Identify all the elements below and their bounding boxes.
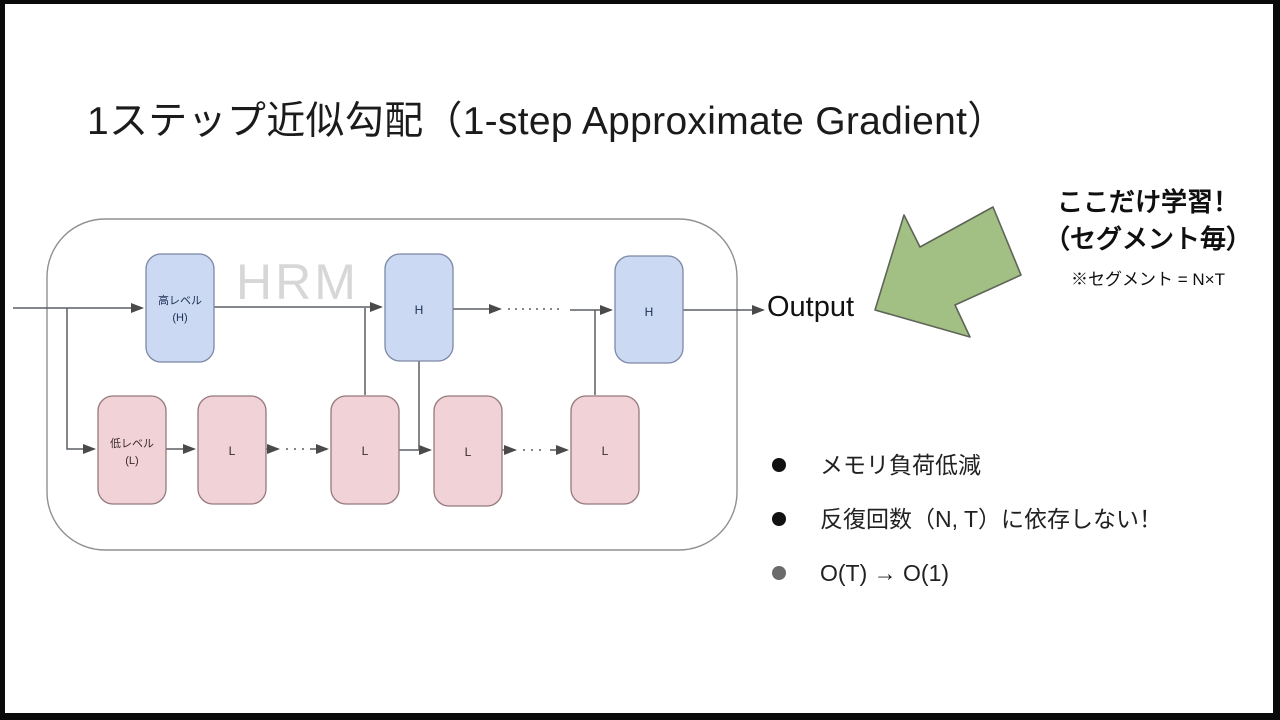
slide-title: 1ステップ近似勾配（1-step Approximate Gradient）: [87, 100, 1007, 143]
bullet-text: メモリ負荷低減: [820, 452, 981, 478]
low-box-1: [97, 395, 167, 505]
bullet-dot-icon: [772, 512, 786, 526]
bullet-dot-icon: [772, 566, 786, 580]
hrm-container-outline: [46, 218, 738, 551]
high-box-1-label: 高レベル: [158, 293, 202, 307]
letterbox-left: [0, 0, 5, 720]
high-level-row: 高レベル (H) H H: [145, 253, 684, 364]
low-box-4-label: L: [465, 445, 472, 459]
green-arrow-icon: [874, 206, 1022, 338]
low-box-5: [570, 395, 640, 505]
low-box-3-label: L: [362, 444, 369, 458]
high-box-3: [614, 255, 684, 364]
annotation-note: ※セグメント = N×T: [1071, 270, 1225, 289]
bullet-text: O(T) → O(1): [820, 560, 950, 586]
list-item: 反復回数（N, T）に依存しない！: [768, 504, 1268, 534]
low-box-1-sublabel: (L): [125, 455, 138, 467]
letterbox-right: [1273, 0, 1280, 720]
hrm-watermark: HRM: [236, 254, 359, 310]
high-box-2: [384, 253, 454, 362]
annotation-block: ここだけ学習！ （セグメント毎） ※セグメント = N×T: [1022, 184, 1274, 290]
bullet-list: メモリ負荷低減 反復回数（N, T）に依存しない！ O(T) → O(1): [768, 450, 1268, 612]
low-box-4: [433, 395, 503, 507]
letterbox-bottom: [0, 713, 1280, 720]
high-box-3-label: H: [645, 305, 654, 319]
bullet-dot-icon: [772, 458, 786, 472]
list-item: O(T) → O(1): [768, 558, 1268, 588]
low-box-1-label: 低レベル: [110, 437, 154, 450]
high-box-2-label: H: [415, 303, 424, 317]
output-label: Output: [767, 291, 855, 323]
low-box-2-label: L: [229, 444, 236, 458]
low-box-2: [197, 395, 267, 505]
letterbox-top: [0, 0, 1280, 4]
annotation-line-1: ここだけ学習！: [1056, 187, 1239, 217]
high-box-1-sublabel: (H): [172, 312, 187, 324]
low-box-5-label: L: [602, 444, 609, 458]
annotation-line-2: （セグメント毎）: [1043, 224, 1252, 254]
low-box-3: [330, 395, 400, 505]
high-box-1: [145, 253, 215, 363]
bullet-text: 反復回数（N, T）に依存しない！: [820, 506, 1163, 532]
input-branch-arrow: [66, 308, 96, 454]
low-level-row: 低レベル (L) L L L L: [97, 395, 640, 507]
diagram-connectors: [13, 302, 765, 455]
list-item: メモリ負荷低減: [768, 450, 1268, 480]
